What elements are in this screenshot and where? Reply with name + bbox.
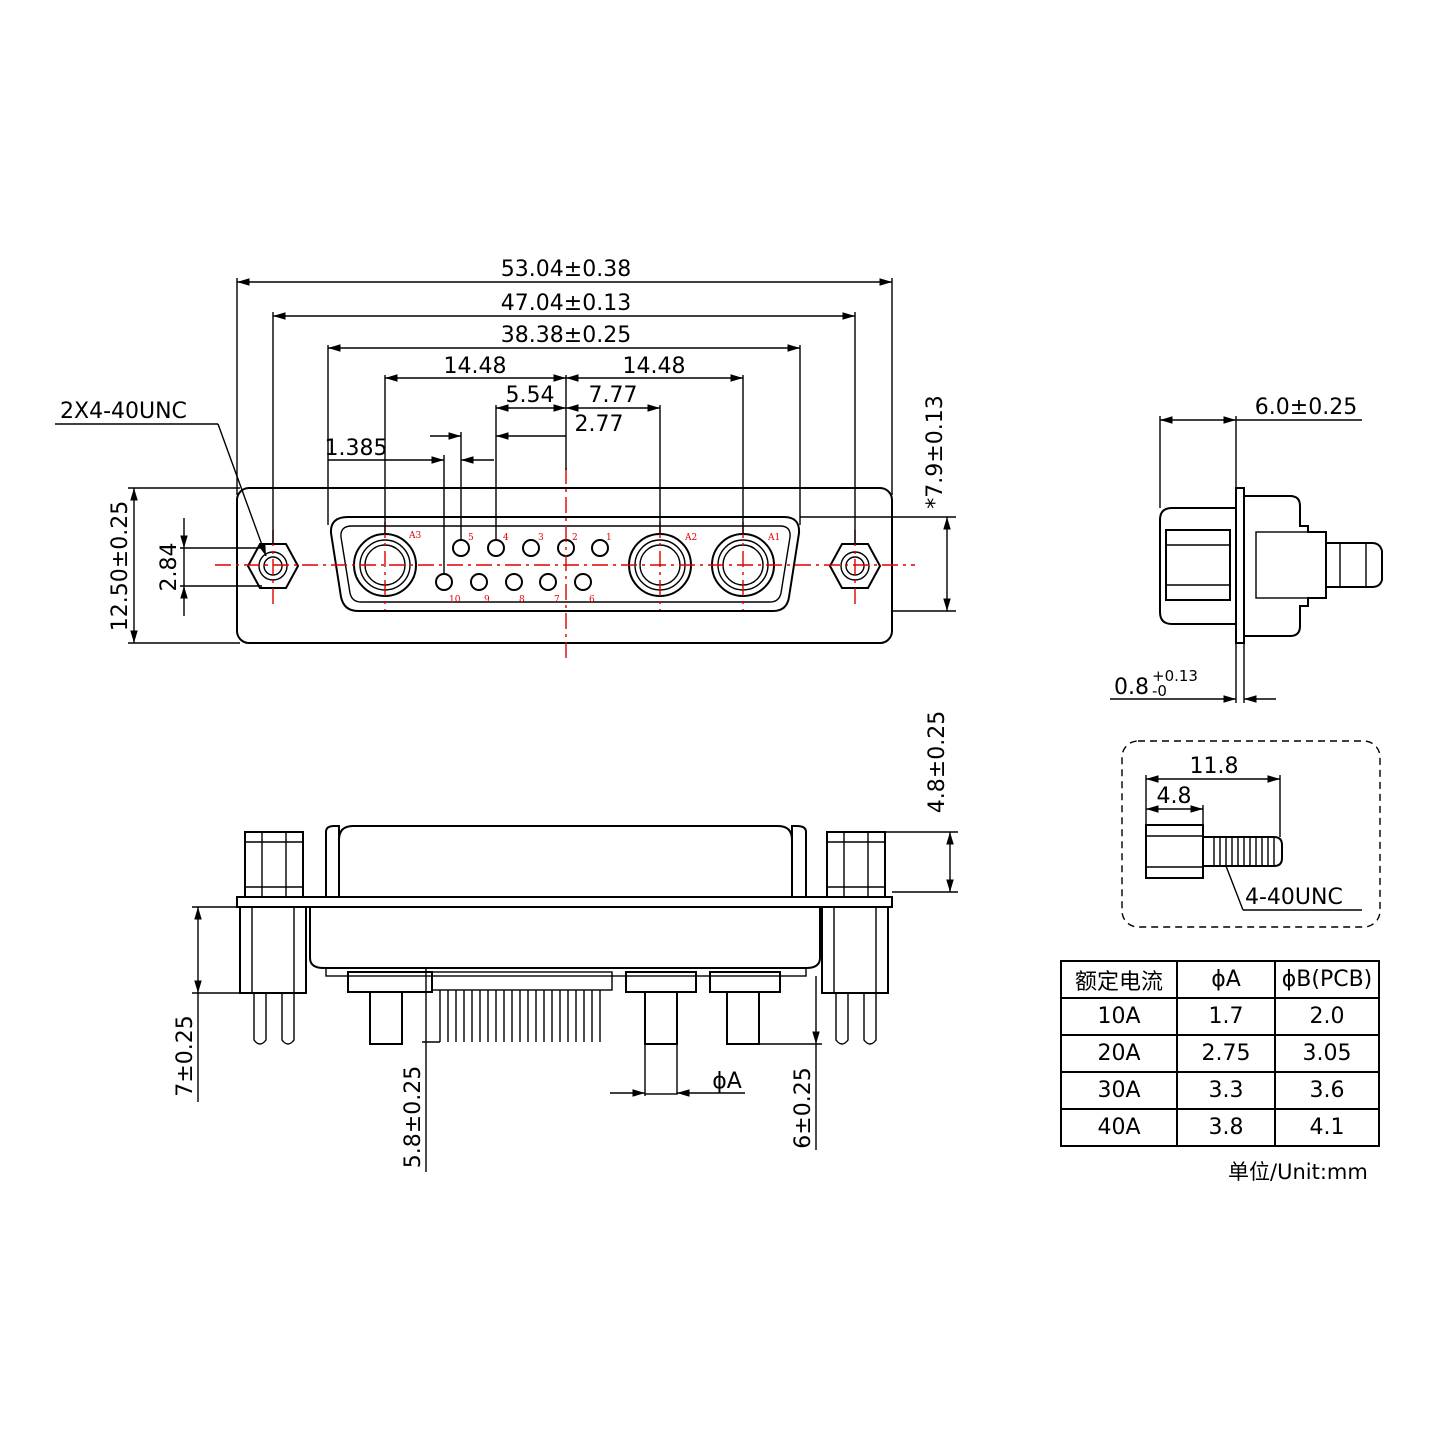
pin-label: 8: [519, 595, 525, 605]
rating-table: 额定电流 ϕA ϕB(PCB) 10A 1.7 2.0 20A 2.75 3.0…: [1060, 960, 1380, 1147]
pin-label: 7: [554, 595, 560, 605]
pin-label: 10: [449, 595, 461, 605]
dim-5-54: 5.54: [506, 383, 555, 408]
signal-pin-legs: [439, 990, 601, 1042]
cell-phi-a: 3.8: [1176, 1108, 1276, 1147]
header-phi-b: ϕB(PCB): [1274, 960, 1380, 999]
dim-0-8-lower-tol: -0: [1152, 682, 1167, 700]
dim-6-0: 6.0±0.25: [1255, 395, 1357, 420]
bottom-view: 4.8±0.25 7±0.25 5.8±0.25 6±0.25 ϕA: [173, 711, 958, 1172]
dim-left-pitch: 14.48: [444, 354, 507, 379]
dim-overall-width: 53.04±0.38: [501, 257, 631, 282]
pin-label: 9: [484, 595, 490, 605]
cell-current: 20A: [1060, 1034, 1178, 1073]
pin-label: 4: [503, 533, 509, 543]
header-phi-a: ϕA: [1176, 960, 1276, 999]
cell-phi-b: 4.1: [1274, 1108, 1380, 1147]
dim-height: 12.50±0.25: [108, 501, 133, 631]
cell-phi-b: 3.6: [1274, 1071, 1380, 1110]
pin-label: 3: [538, 533, 544, 543]
dim-4-8: 4.8±0.25: [925, 711, 950, 813]
cell-current: 30A: [1060, 1071, 1178, 1110]
pin-label: 1: [606, 533, 612, 543]
dim-7: 7±0.25: [173, 1015, 198, 1096]
table-row: 30A 3.3 3.6: [1060, 1071, 1380, 1110]
dim-shell-width: 38.38±0.25: [501, 323, 631, 348]
dim-5-8: 5.8±0.25: [401, 1066, 426, 1168]
contact-label: A1: [767, 533, 780, 543]
contact-label: A3: [408, 531, 421, 541]
dim-phi-a: ϕA: [712, 1069, 742, 1094]
screw-thread-label: 4-40UNC: [1245, 885, 1343, 910]
pin-label: 6: [589, 595, 595, 605]
cell-phi-a: 3.3: [1176, 1071, 1276, 1110]
table-header-row: 额定电流 ϕA ϕB(PCB): [1060, 960, 1380, 999]
dim-1-385: 1.385: [325, 436, 388, 461]
dim-11-8: 11.8: [1190, 754, 1239, 779]
contact-label: A2: [684, 533, 697, 543]
screw-thread: [1213, 837, 1275, 866]
dim-0-8: 0.8: [1114, 675, 1149, 700]
signal-pins-bottom: [435, 573, 592, 591]
pin-label: 2: [572, 533, 578, 543]
cell-phi-a: 1.7: [1176, 997, 1276, 1036]
cell-phi-a: 2.75: [1176, 1034, 1276, 1073]
dim-right-pitch: 14.48: [623, 354, 686, 379]
dim-7-9: *7.9±0.13: [923, 395, 948, 508]
pin-label: 5: [468, 533, 474, 543]
table-row: 20A 2.75 3.05: [1060, 1034, 1380, 1073]
cell-current: 10A: [1060, 997, 1178, 1036]
table-row: 40A 3.8 4.1: [1060, 1108, 1380, 1147]
dim-screw-4-8: 4.8: [1157, 784, 1192, 809]
signal-pins-top: [452, 539, 609, 557]
thread-callout: 2X4-40UNC: [60, 399, 187, 424]
side-view: 6.0±0.25 0.8 +0.13 -0: [1110, 395, 1383, 703]
dim-2-84: 2.84: [157, 543, 182, 592]
screw-detail: 11.8 4.8 4-40UNC: [1121, 740, 1381, 928]
dim-7-77: 7.77: [589, 383, 638, 408]
dim-mount-pitch: 47.04±0.13: [501, 291, 631, 316]
cell-phi-b: 3.05: [1274, 1034, 1380, 1073]
dim-2-77: 2.77: [575, 412, 624, 437]
header-rated-current: 额定电流: [1060, 960, 1178, 999]
front-view: 5 4 3 2 1 10 9 8 7 6 A3 A2 A1: [55, 257, 956, 662]
table-row: 10A 1.7 2.0: [1060, 997, 1380, 1036]
cell-current: 40A: [1060, 1108, 1178, 1147]
cell-phi-b: 2.0: [1274, 997, 1380, 1036]
centerlines: [215, 468, 915, 662]
dim-0-8-upper-tol: +0.13: [1152, 667, 1198, 685]
unit-label: 单位/Unit:mm: [1228, 1160, 1368, 1184]
dim-6: 6±0.25: [791, 1067, 816, 1148]
